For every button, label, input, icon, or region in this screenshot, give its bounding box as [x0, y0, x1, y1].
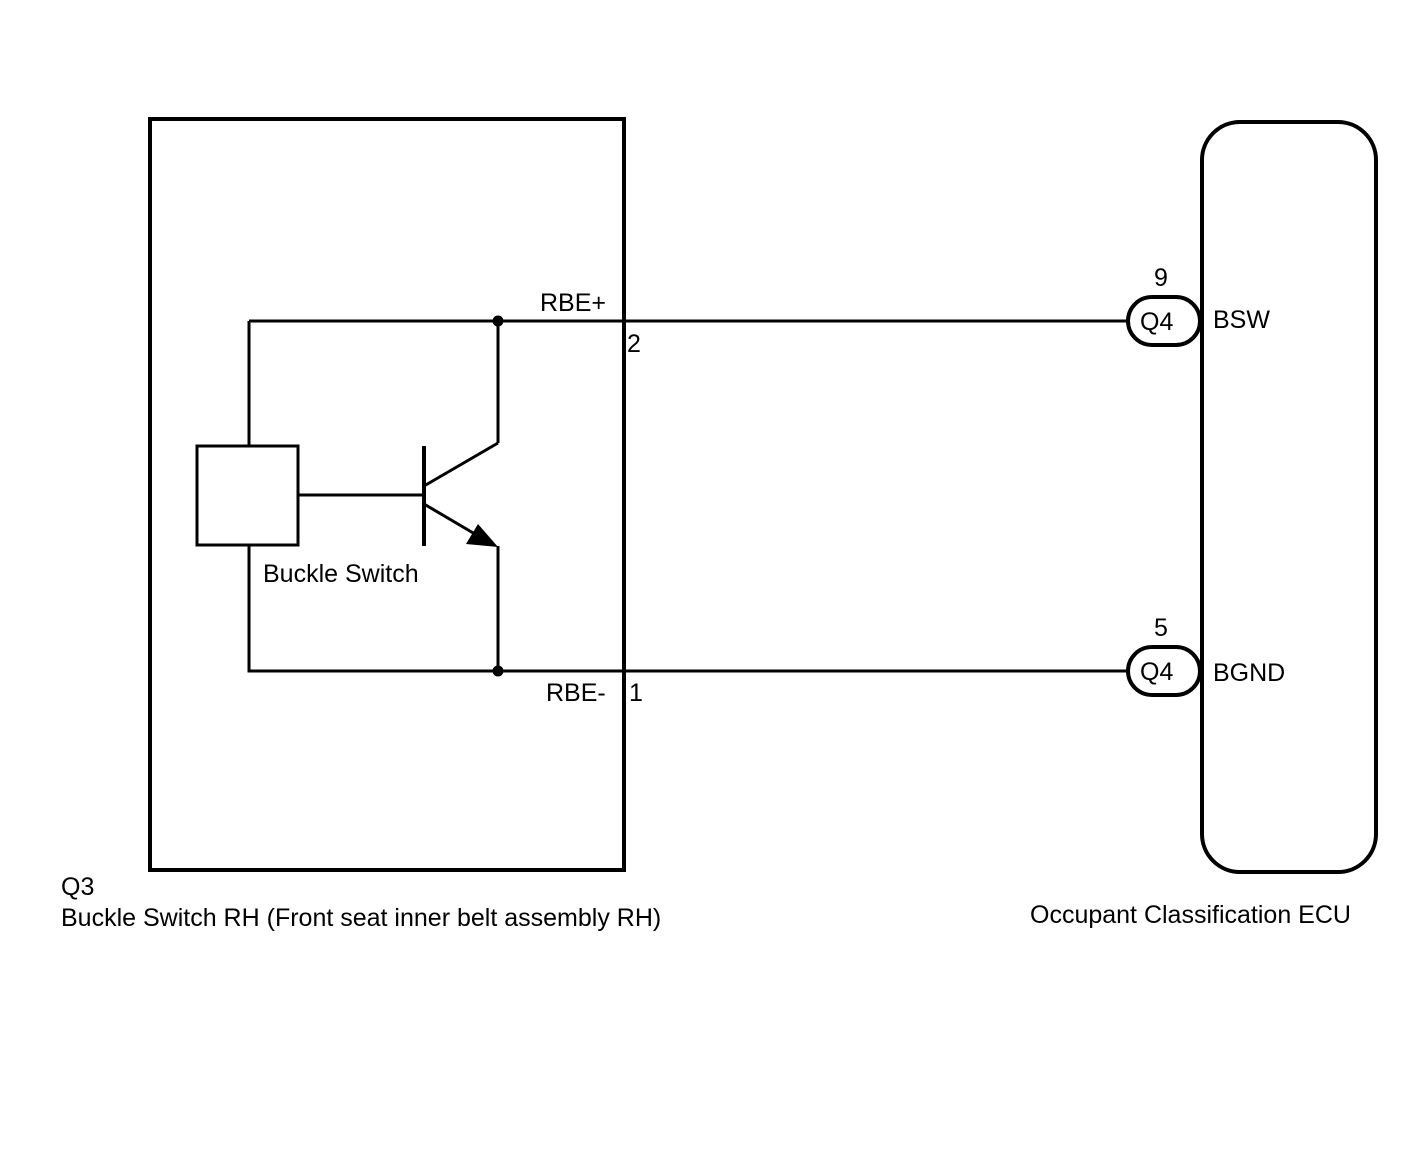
signal-label-rbe-plus: RBE+ [540, 289, 606, 317]
ecu-name: Occupant Classification ECU [1030, 901, 1351, 929]
ecu-housing [1200, 120, 1378, 874]
emitter-arrow-icon [466, 524, 498, 547]
connector-label-top: Q4 [1140, 308, 1173, 336]
ecu-signal-bsw: BSW [1213, 306, 1270, 334]
component-name: Buckle Switch RH (Front seat inner belt … [61, 904, 661, 932]
buckle-switch-housing [148, 117, 626, 872]
connector-label-bottom: Q4 [1140, 658, 1173, 686]
signal-label-rbe-minus: RBE- [546, 679, 606, 707]
buckle-switch-element [195, 444, 300, 547]
buckle-switch-circuit [195, 315, 504, 677]
ecu-signal-bgnd: BGND [1213, 659, 1285, 687]
pin-label-1: 1 [629, 679, 643, 707]
inner-component-label: Buckle Switch [263, 560, 419, 588]
ecu-pin-label-5: 5 [1154, 614, 1168, 642]
connector-q4-bottom [1126, 645, 1202, 697]
component-code: Q3 [61, 873, 94, 901]
ecu-pin-label-9: 9 [1154, 264, 1168, 292]
connector-q4-top [1126, 295, 1202, 347]
pin-label-2: 2 [627, 330, 641, 358]
